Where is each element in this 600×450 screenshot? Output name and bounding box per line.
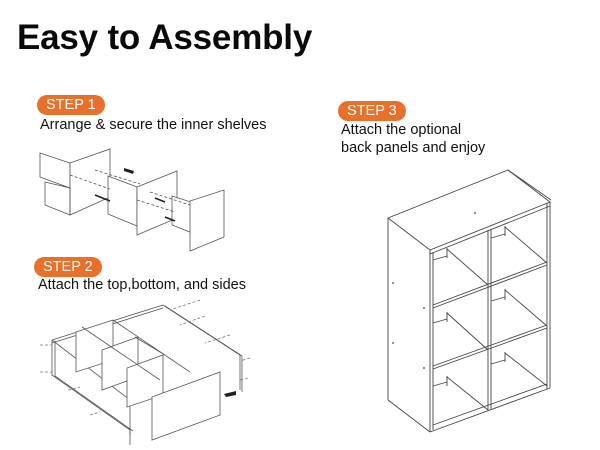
step-1-badge: STEP 1	[37, 95, 105, 115]
step-2-badge: STEP 2	[34, 257, 102, 277]
step-3-badge: STEP 3	[338, 101, 406, 121]
step-1-description: Arrange & secure the inner shelves	[40, 117, 267, 133]
step-3-description-line2: back panels and enjoy	[341, 140, 486, 156]
step-3-description-line1: Attach the optional	[341, 122, 462, 138]
step-3-bookcase-diagram	[387, 169, 552, 433]
step-2-frame-diagram	[40, 299, 251, 445]
page-title: Easy to Assembly	[17, 18, 313, 57]
step-2-description: Attach the top,bottom, and sides	[38, 277, 246, 293]
step-1-shelves-diagram	[39, 148, 225, 252]
